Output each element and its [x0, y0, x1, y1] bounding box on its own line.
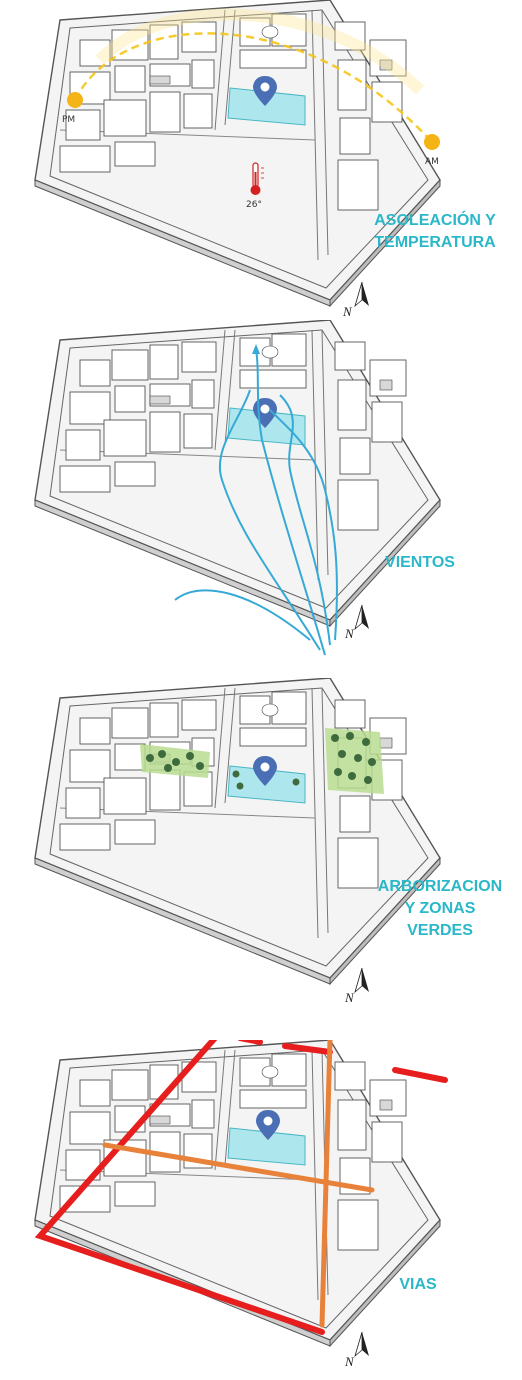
panel-vientos: N VIENTOS	[0, 320, 522, 660]
north-arrow-icon	[354, 967, 370, 993]
north-label: N	[342, 304, 353, 319]
sun-path	[73, 32, 431, 141]
north-arrow-icon	[354, 281, 370, 307]
north-label: N	[344, 990, 355, 1005]
panel-vias: N VIAS	[0, 1040, 522, 1380]
wind-flow-lines	[174, 349, 338, 656]
north-label: N	[344, 1354, 355, 1369]
thermometer-icon	[250, 162, 264, 195]
site-block	[34, 320, 441, 627]
sun-am-icon	[424, 134, 440, 150]
title-vientos: VIENTOS	[385, 554, 455, 571]
north-arrow-icon	[354, 1331, 370, 1357]
title-vias: VIAS	[399, 1276, 437, 1293]
site-block	[34, 0, 441, 307]
tree-icons	[146, 732, 376, 790]
label-am: AM	[425, 157, 439, 167]
major-roads	[34, 1040, 448, 1335]
sun-pm-icon	[67, 92, 83, 108]
site-model-asoleacion: PM AM 26° N	[34, 0, 441, 319]
panel-asoleacion: PM AM 26° N ASOLEACIÓN Y TEMPERATURA	[0, 0, 522, 330]
title-asoleacion: ASOLEACIÓN Y TEMPERATURA	[374, 212, 496, 251]
site-model-arborizacion: N	[34, 678, 441, 1005]
temperature-value: 26°	[246, 200, 262, 210]
label-pm: PM	[62, 115, 75, 125]
north-label: N	[344, 626, 355, 641]
north-arrow-icon	[354, 604, 370, 630]
site-model-vias: N	[34, 1040, 448, 1369]
site-model-vientos: N	[34, 320, 441, 656]
minor-roads	[102, 1040, 375, 1328]
panel-arborizacion: N ARBORIZACION Y ZONAS VERDES	[0, 678, 522, 1018]
title-arborizacion: ARBORIZACION Y ZONAS VERDES	[377, 878, 503, 939]
